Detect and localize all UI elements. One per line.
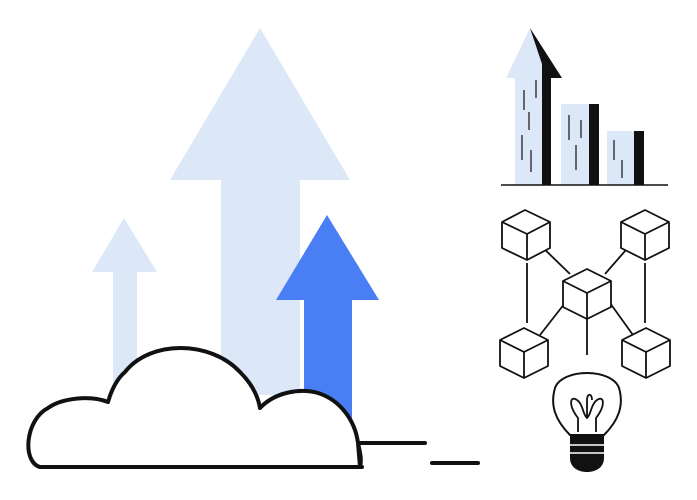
cube-top-left-icon xyxy=(501,209,551,261)
cube-top-right-icon xyxy=(620,209,670,261)
cube-center-icon xyxy=(562,268,612,320)
cube-bottom-right-icon xyxy=(621,327,671,379)
cube-bottom-left-icon xyxy=(499,327,549,379)
cloud-outline xyxy=(26,346,427,469)
growth-arrows-icon xyxy=(92,28,379,420)
chart-bar-middle-shadow xyxy=(589,104,599,185)
chart-arrow-shadow xyxy=(530,28,562,185)
bulb-filament xyxy=(570,393,604,432)
chart-bar-short-shadow xyxy=(634,131,644,185)
bar-chart-icon xyxy=(501,28,668,186)
cloud-icon xyxy=(26,346,480,469)
small-light-arrow xyxy=(92,218,157,400)
chart-arrow-bar xyxy=(506,28,562,185)
blue-arrow xyxy=(276,215,379,420)
light-bulb-icon xyxy=(552,372,622,472)
large-light-arrow xyxy=(170,28,350,395)
network-cubes-icon xyxy=(499,209,671,379)
